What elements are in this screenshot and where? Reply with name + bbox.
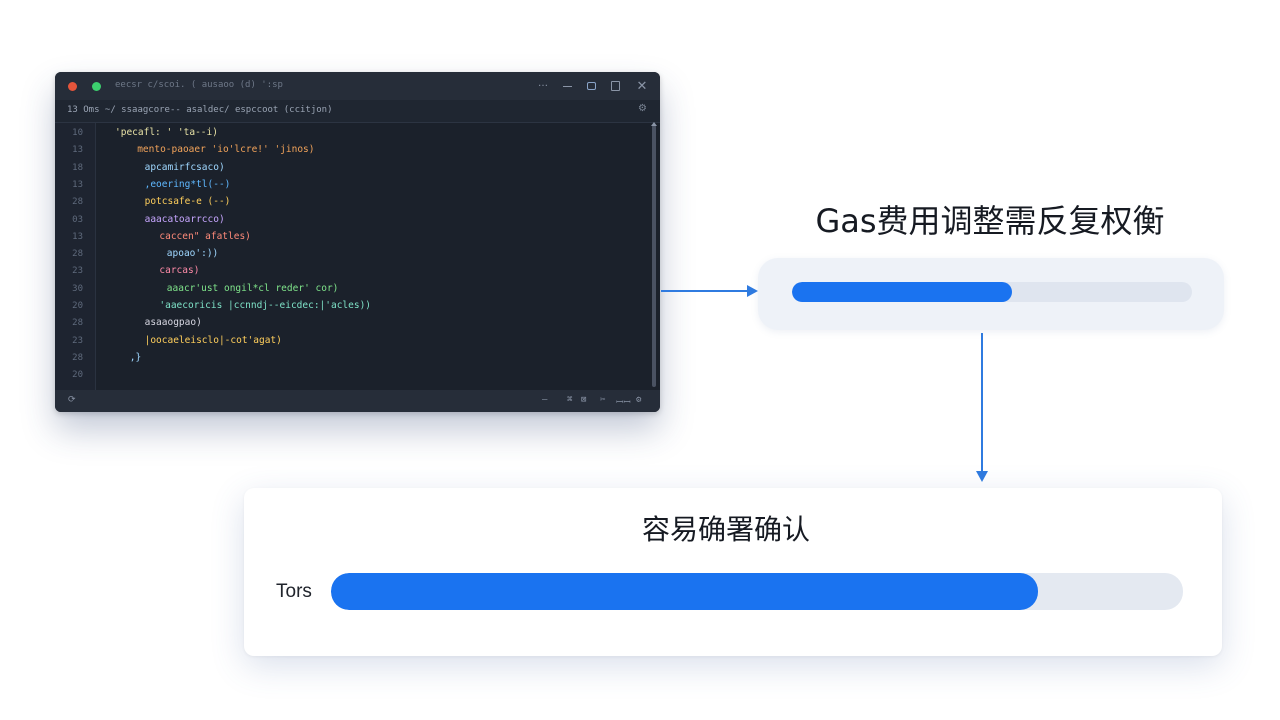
line-number: 20 — [72, 301, 83, 311]
gas-progress-fill — [792, 282, 1012, 302]
line-number: 28 — [72, 318, 83, 329]
arrow-right-icon — [747, 285, 758, 297]
minimize-icon[interactable] — [559, 78, 575, 94]
gas-progress-track — [792, 282, 1192, 302]
scrollbar[interactable] — [652, 125, 656, 387]
line-number: 13 — [72, 179, 83, 190]
code-line: apoao':)) — [166, 248, 219, 260]
status-bar-icon[interactable]: — — [542, 395, 548, 405]
refresh-icon[interactable]: ⟳ — [68, 395, 76, 405]
split-icon[interactable] — [607, 78, 623, 94]
line-number: 10 — [72, 128, 83, 138]
file-path: 13 Oms ~/ ssaagcore-- asaldec/ espccoot … — [67, 105, 333, 115]
confirmation-card: 容易确署确认 Tors — [244, 488, 1222, 656]
confirmation-progress-track — [331, 573, 1183, 610]
line-number: 13 — [72, 231, 83, 242]
ellipsis-icon[interactable]: … — [538, 78, 548, 89]
line-number: 28 — [72, 352, 83, 363]
editor-statusbar: ⟳ — ⌘ ⊠ ✂ ꟷꟷ ⚙ — [55, 390, 660, 412]
arrow-right-line — [661, 290, 749, 292]
line-number: 03 — [72, 214, 83, 225]
code-line: 'aaecoricis |ccnndj--eicdec:|'acles)) — [159, 300, 372, 311]
arrow-down-line — [981, 333, 983, 473]
layout-icon[interactable] — [583, 78, 599, 94]
code-area[interactable]: 10 13 18 13 28 03 13 28 23 30 20 28 23 28 20 'pecafl: … — [55, 122, 660, 390]
editor-pathbar: 13 Oms ~/ ssaagcore-- asaldec/ espccoot … — [55, 100, 660, 123]
line-number: 28 — [72, 249, 83, 260]
close-icon[interactable]: ✕ — [636, 78, 648, 94]
line-number: 23 — [72, 266, 83, 277]
arrow-down-icon — [976, 471, 988, 482]
line-number: 28 — [72, 197, 83, 208]
confirmation-progress-fill — [331, 573, 1039, 610]
code-line: caccen" afatles) — [159, 230, 251, 242]
status-bar-icon[interactable]: ⊠ — [581, 395, 587, 405]
line-number: 13 — [72, 145, 83, 156]
editor-title: eecsr c/scoi. ( ausaoo (d) ':sp — [115, 80, 283, 90]
code-line: asaaogpao) — [144, 317, 202, 329]
code-line: carcas) — [159, 265, 200, 277]
code-line: 'pecafl: ' 'ta--i) — [115, 127, 218, 138]
line-number: 18 — [72, 162, 83, 173]
scroll-up-icon[interactable] — [651, 122, 657, 126]
line-number: 23 — [72, 335, 83, 346]
code-line: potcsafe-e (--) — [144, 196, 231, 208]
gas-fee-title: Gas费用调整需反复权衡 — [815, 202, 1165, 240]
maximize-dot-icon[interactable] — [92, 82, 101, 91]
status-bar-icon[interactable]: ⌘ — [567, 395, 573, 405]
code-line: aaacatoarrcco) — [144, 213, 225, 225]
confirmation-title: 容易确署确认 — [641, 513, 810, 546]
code-editor-window: eecsr c/scoi. ( ausaoo (d) ':sp … ✕ 13 O… — [55, 72, 660, 412]
status-bar-icon[interactable]: ✂ — [600, 395, 606, 405]
code-line: |oocaeleisclo|-cot'agat) — [144, 334, 282, 346]
code-line: ,} — [129, 351, 142, 363]
confirmation-label: Tors — [276, 581, 312, 602]
code-line: aaacr'ust ongil*cl reder' cor) — [166, 282, 339, 294]
status-bar-icon[interactable]: ꟷꟷ — [616, 398, 631, 408]
gas-fee-card — [758, 258, 1224, 330]
code-line: mento-paoaer 'io'lcre!' 'jinos) — [137, 144, 315, 156]
code-line: apcamirfcsaco) — [144, 161, 225, 173]
close-dot-icon[interactable] — [68, 82, 77, 91]
line-number: 30 — [72, 283, 83, 294]
gear-icon[interactable]: ⚙ — [638, 103, 647, 114]
line-gutter: 10 13 18 13 28 03 13 28 23 30 20 28 23 28 20 — [55, 123, 96, 390]
editor-titlebar: eecsr c/scoi. ( ausaoo (d) ':sp … ✕ — [55, 72, 660, 100]
code-line: ,eoering*tl(--) — [144, 178, 231, 190]
line-number: 20 — [72, 370, 83, 381]
status-bar-icon[interactable]: ⚙ — [636, 395, 642, 405]
